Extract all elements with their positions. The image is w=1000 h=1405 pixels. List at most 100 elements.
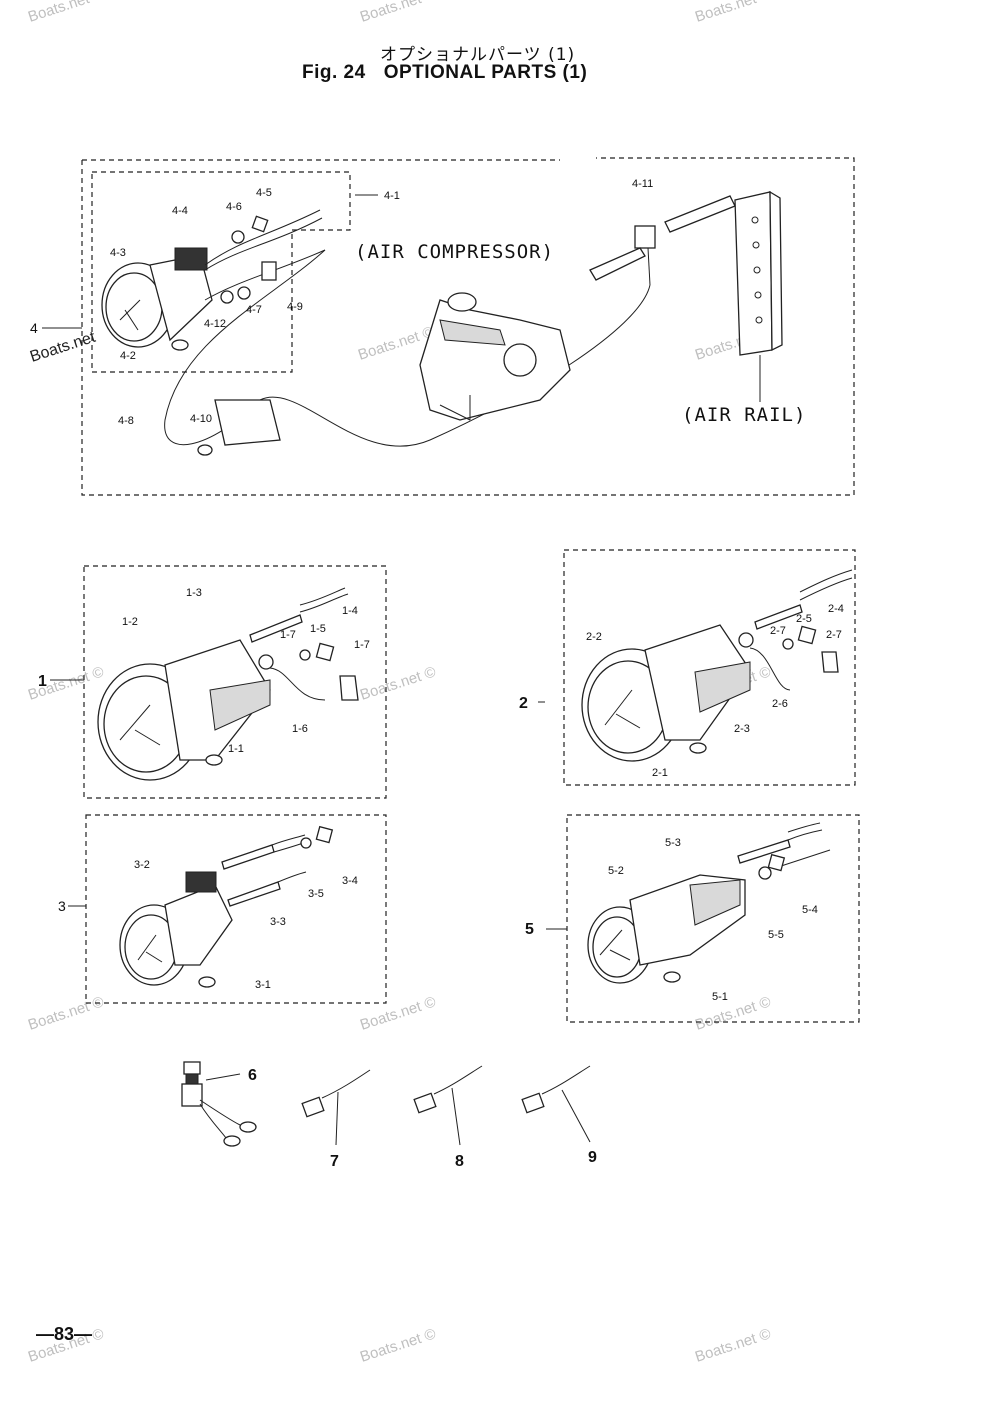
watermark: Boats.net © [693, 1325, 773, 1365]
watermark: Boats.net © [26, 0, 106, 26]
gauge-icon [119, 871, 233, 986]
callout-2-2: 2-2 [586, 631, 602, 643]
callout-4-6: 4-6 [226, 201, 242, 213]
callout-4-5: 4-5 [256, 187, 272, 199]
callout-2-3: 2-3 [734, 723, 750, 735]
watermark: Boats.net © [358, 1325, 438, 1365]
gauge-icon [587, 874, 746, 984]
callout-5-3: 5-3 [665, 837, 681, 849]
watermark: Boats.net © [358, 993, 438, 1033]
callout-1-7: 1-7 [354, 639, 370, 651]
washer-icon [738, 632, 754, 648]
nut-icon [251, 215, 269, 233]
watermark: Boats.net © [693, 993, 773, 1033]
air-compressor [419, 292, 571, 421]
connector-icon [821, 651, 839, 673]
callout-4-7: 4-7 [246, 304, 262, 316]
bulb-icon [198, 976, 216, 988]
part-8-harness [413, 1065, 483, 1146]
tube-1-6 [269, 667, 326, 701]
hose-icon [647, 247, 651, 286]
callout-4-9: 4-9 [287, 301, 303, 313]
callout-3-2: 3-2 [134, 859, 150, 871]
callout-4-10: 4-10 [190, 413, 212, 425]
switch-icon [181, 1061, 203, 1107]
assembly-2-box [563, 549, 856, 786]
leader-6 [205, 1073, 241, 1081]
callout-2-1: 2-1 [652, 767, 668, 779]
harness-icon [754, 604, 803, 630]
title-english: Fig. 24 OPTIONAL PARTS (1) [302, 62, 587, 84]
air-rail-label: (AIR RAIL) [682, 404, 806, 426]
leader-9 [561, 1089, 591, 1143]
callout-5-5: 5-5 [768, 929, 784, 941]
callout-2-4: 2-4 [828, 603, 844, 615]
washer-icon [758, 866, 772, 880]
callout-5-2: 5-2 [608, 865, 624, 877]
callout-3-5: 3-5 [308, 888, 324, 900]
nut-icon [315, 642, 335, 662]
assembly-4 [42, 157, 855, 496]
watermark: Boats.net © [358, 663, 438, 703]
washer-icon [299, 649, 311, 661]
watermark-overlay: Boats.net [28, 329, 98, 366]
harness-icon [799, 569, 853, 601]
harness-icon [204, 249, 326, 301]
connector-icon [521, 1092, 545, 1114]
air-rail [734, 190, 783, 402]
harness-icon [541, 1065, 591, 1095]
figure-number: Fig. 24 [302, 62, 366, 83]
callout-2-5: 2-5 [796, 613, 812, 625]
assembly-2 [538, 549, 856, 786]
callout-4-8: 4-8 [118, 415, 134, 427]
callout-1-2: 1-2 [122, 616, 138, 628]
harness-icon [221, 844, 275, 870]
assembly-1 [50, 565, 387, 799]
callout-3-1: 3-1 [255, 979, 271, 991]
leader-7 [335, 1091, 339, 1146]
assembly-5-box [566, 814, 860, 1023]
callout-1-1: 1-1 [228, 743, 244, 755]
callout-2: 2 [519, 695, 528, 712]
assembly-3 [68, 814, 387, 1004]
harness-icon [199, 1099, 241, 1139]
hose-icon [589, 247, 646, 281]
bracket-4-10 [214, 399, 281, 446]
harness-icon [299, 587, 349, 613]
connector-icon [301, 1096, 325, 1118]
connector-icon [261, 261, 277, 281]
figure-title: OPTIONAL PARTS (1) [383, 62, 588, 83]
assembly-4-1-box [91, 171, 351, 373]
callout-3-3: 3-3 [270, 916, 286, 928]
callout-4-12: 4-12 [204, 318, 226, 330]
air-compressor-label: (AIR COMPRESSOR) [355, 241, 554, 263]
callout-4: 4 [30, 320, 38, 336]
tube-2-6 [749, 647, 791, 691]
callout-4-11: 4-11 [632, 178, 653, 190]
callout-6: 6 [248, 1067, 257, 1084]
leader-8 [451, 1087, 461, 1146]
callout-1: 1 [38, 673, 47, 690]
callout-5-4: 5-4 [802, 904, 818, 916]
bulb-icon [205, 754, 223, 766]
page-number: —83— [36, 1324, 93, 1344]
part-9-harness [521, 1065, 591, 1143]
hose-icon [664, 195, 736, 233]
callout-8: 8 [455, 1153, 464, 1170]
assembly-3-box [85, 814, 387, 1004]
callout-1-4: 1-4 [342, 605, 358, 617]
washer-icon [258, 654, 274, 670]
harness-icon [204, 209, 321, 266]
connector-icon [413, 1092, 437, 1114]
callout-2-7: 2-7 [770, 625, 786, 637]
callout-1-3: 1-3 [186, 587, 202, 599]
callout-7: 7 [330, 1153, 339, 1170]
washer-icon [300, 837, 312, 849]
callout-3-4: 3-4 [342, 875, 358, 887]
assembly-5 [546, 814, 860, 1023]
callout-4-1: 4-1 [384, 190, 400, 202]
harness-icon [433, 1065, 483, 1095]
connector-icon [339, 675, 359, 701]
